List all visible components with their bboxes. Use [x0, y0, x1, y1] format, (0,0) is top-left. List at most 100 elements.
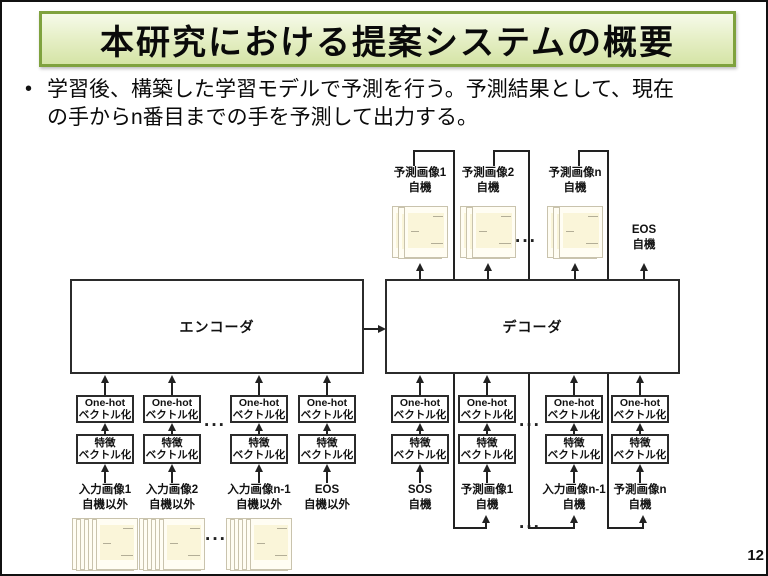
feedback-line [578, 150, 609, 152]
frame-mark [275, 555, 287, 556]
label-line: ベクトル化 [547, 449, 601, 461]
label-line: 予測画像n [548, 167, 602, 179]
label-line: 特徴 [316, 436, 338, 449]
arrowhead-up-icon [254, 464, 263, 472]
label-line: 自機 [562, 499, 586, 511]
input-to-feature-arrow [326, 469, 328, 483]
arrowhead-up-icon [569, 423, 578, 431]
label-line: One-hot [619, 396, 661, 409]
label-line: 特徴 [248, 436, 270, 449]
label-line: 自機以外 [149, 499, 195, 511]
label-line: 自機以外 [236, 499, 282, 511]
bullet-marker: • [25, 78, 33, 100]
feedback-line [607, 374, 609, 528]
arrowhead-up-icon [635, 464, 644, 472]
predicted-image-stack [559, 206, 603, 258]
label-line: 入力画像n-1 [542, 484, 606, 496]
arrowhead-up-icon [639, 263, 648, 271]
decoder-input-label: 入力画像n-1 自機 [519, 483, 629, 513]
arrowhead-up-icon [100, 375, 109, 383]
label-line: 自機 [632, 239, 656, 251]
label-line: ベクトル化 [613, 409, 667, 421]
label-line: ベクトル化 [393, 449, 447, 461]
frame-mark [121, 555, 133, 556]
input-image-stack [250, 518, 292, 570]
label-line: ベクトル化 [393, 409, 447, 421]
predicted-image-stack [472, 206, 516, 258]
arrowhead-up-icon [569, 464, 578, 472]
feature-vectorization-box: 特徴ベクトル化 [298, 434, 356, 464]
feature-to-onehot-arrow [573, 428, 575, 434]
label-line: One-hot [306, 396, 348, 409]
arrowhead-up-icon [569, 375, 578, 383]
label-line: 自機 [475, 499, 499, 511]
ellipsis: ··· [204, 415, 226, 436]
arrowhead-up-icon [167, 423, 176, 431]
frame-mark [411, 231, 419, 232]
label-line: ベクトル化 [232, 449, 286, 461]
arrowhead-up-icon [254, 375, 263, 383]
label-line: 自機以外 [82, 499, 128, 511]
input-to-feature-arrow [573, 469, 575, 483]
decoder-output-arrow [574, 268, 576, 279]
label-line: ベクトル化 [145, 409, 199, 421]
label-line: 特徴 [476, 436, 498, 449]
vector-to-model-arrow [639, 380, 641, 395]
encoder-input-label: 入力画像n-1 自機以外 [204, 483, 314, 513]
decoder-output-arrow [419, 268, 421, 279]
arrowhead-up-icon [635, 423, 644, 431]
page-number: 12 [747, 547, 764, 564]
label-line: ベクトル化 [78, 449, 132, 461]
feedback-line [413, 151, 415, 166]
frame-mark [188, 555, 200, 556]
feature-vectorization-box: 特徴ベクトル化 [391, 434, 449, 464]
bullet-line: 学習後、構築した学習モデルで予測を行う。予測結果として、現在 [47, 78, 675, 101]
decoder-output-arrow [643, 268, 645, 279]
slide-title-bar: 本研究における提案システムの概要 [39, 11, 736, 67]
frame-mark [257, 543, 265, 544]
label-line: 入力画像n-1 [227, 484, 291, 496]
feature-to-onehot-arrow [104, 428, 106, 434]
vector-to-model-arrow [326, 380, 328, 395]
arrowhead-up-icon [482, 375, 491, 383]
game-frame [100, 525, 134, 560]
feature-vectorization-box: 特徴ベクトル化 [611, 434, 669, 464]
ellipsis: ··· [515, 231, 537, 252]
label-line: ベクトル化 [78, 409, 132, 421]
arrowhead-up-icon [100, 464, 109, 472]
input-to-feature-arrow [258, 469, 260, 483]
decoder-input-label: 予測画像1 自機 [432, 483, 542, 513]
feedback-line [607, 151, 609, 279]
feedback-arrow [573, 520, 575, 528]
feedback-line [413, 150, 455, 152]
vector-to-model-arrow [104, 380, 106, 395]
label-line: One-hot [466, 396, 508, 409]
feature-vectorization-box: 特徴ベクトル化 [143, 434, 201, 464]
input-to-feature-arrow [639, 469, 641, 483]
label-line: 自機 [476, 182, 500, 194]
label-line: 予測画像1 [460, 484, 514, 496]
bullet-text: 学習後、構築した学習モデルで予測を行う。予測結果として、現在 の手からn番目まで… [47, 76, 763, 132]
label-line: 自機以外 [304, 499, 350, 511]
arrowhead-up-icon [635, 375, 644, 383]
label-line: 入力画像2 [145, 484, 199, 496]
label-line: 予測画像n [613, 484, 667, 496]
label-line: One-hot [399, 396, 441, 409]
game-frame [167, 525, 201, 560]
input-image-stack [96, 518, 138, 570]
decoder-box: デコーダ [385, 279, 680, 374]
label-line: 予測画像1 [393, 167, 447, 179]
label-line: 特徴 [629, 436, 651, 449]
label-line: 特徴 [409, 436, 431, 449]
label-line: ベクトル化 [300, 449, 354, 461]
